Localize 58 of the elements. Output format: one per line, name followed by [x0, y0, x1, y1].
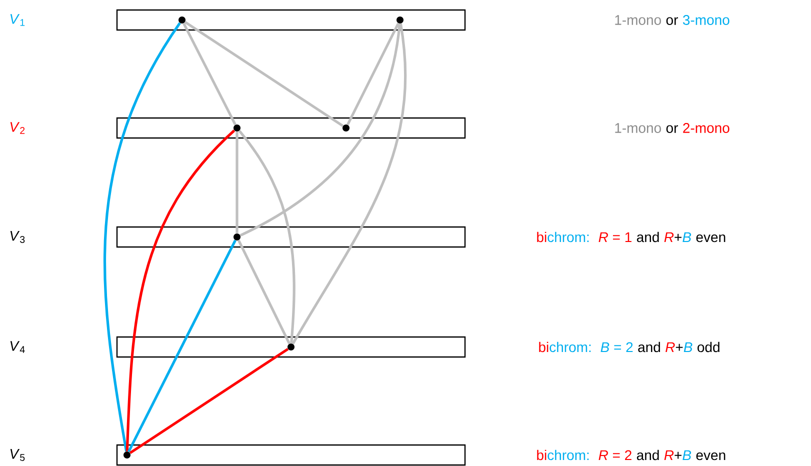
vertex-dot: [342, 124, 350, 132]
label: bi: [537, 232, 546, 242]
label: R: [664, 450, 674, 460]
vertex-dot: [124, 452, 130, 458]
vertex-dot: [288, 344, 294, 350]
label: B = 2: [600, 342, 633, 352]
label: B: [682, 450, 692, 460]
set-label: V$_{3}$: [10, 231, 25, 243]
graph-edge: [128, 240, 236, 452]
condition-text: 1-mono or 2-mono: [615, 123, 730, 133]
vertex-set-box: [116, 117, 466, 139]
label: +: [674, 234, 682, 241]
graph-edge: [126, 130, 236, 452]
label: bi: [537, 450, 546, 460]
label: +: [674, 452, 682, 459]
graph-edge: [238, 130, 296, 344]
label: chrom:: [548, 232, 589, 242]
graph-edge: [237, 240, 291, 344]
condition-text: bichrom: B = 2 and R+B odd: [539, 342, 720, 352]
graph-edge: [103, 22, 181, 452]
label: and: [636, 450, 659, 460]
label: R: [664, 232, 674, 242]
condition-text: 1-mono or 3-mono: [615, 15, 730, 25]
set-label: V$_{5}$: [10, 449, 25, 461]
label: chrom:: [548, 450, 589, 460]
condition-text: bichrom: R = 2 and R+B even: [537, 450, 726, 460]
label: B: [684, 342, 692, 352]
label: chrom:: [550, 342, 591, 352]
label: bi: [539, 342, 548, 352]
vertex-dot: [234, 124, 240, 132]
label: and: [636, 232, 659, 242]
graph-edge: [129, 348, 289, 454]
label: even: [696, 234, 726, 242]
label: and: [638, 342, 660, 352]
vertex-dot: [234, 234, 240, 240]
vertex-set-box: [116, 226, 466, 248]
graph-edge: [240, 24, 401, 237]
label: R = 1: [598, 232, 632, 242]
label: R = 2: [598, 450, 632, 460]
vertex-dot: [396, 16, 404, 24]
graph-edge: [184, 20, 344, 128]
label: B: [682, 232, 692, 242]
label: +: [676, 344, 683, 351]
condition-text: bichrom: R = 1 and R+B even: [537, 232, 726, 242]
vertex-set-box: [116, 444, 466, 466]
graph-edge: [346, 22, 400, 126]
set-label: V$_{1}$: [10, 14, 25, 26]
vertex-set-box: [116, 336, 466, 358]
set-label: V$_{4}$: [10, 341, 25, 353]
set-label: V$_{2}$: [10, 122, 25, 134]
graph-edge: [292, 23, 406, 344]
graph-edge: [182, 22, 236, 126]
vertex-set-box: [116, 9, 466, 31]
label: R: [666, 342, 675, 352]
vertex-dot: [178, 16, 186, 24]
graph-edge: [236, 132, 238, 234]
label: even: [696, 452, 726, 460]
label: odd: [698, 342, 720, 352]
